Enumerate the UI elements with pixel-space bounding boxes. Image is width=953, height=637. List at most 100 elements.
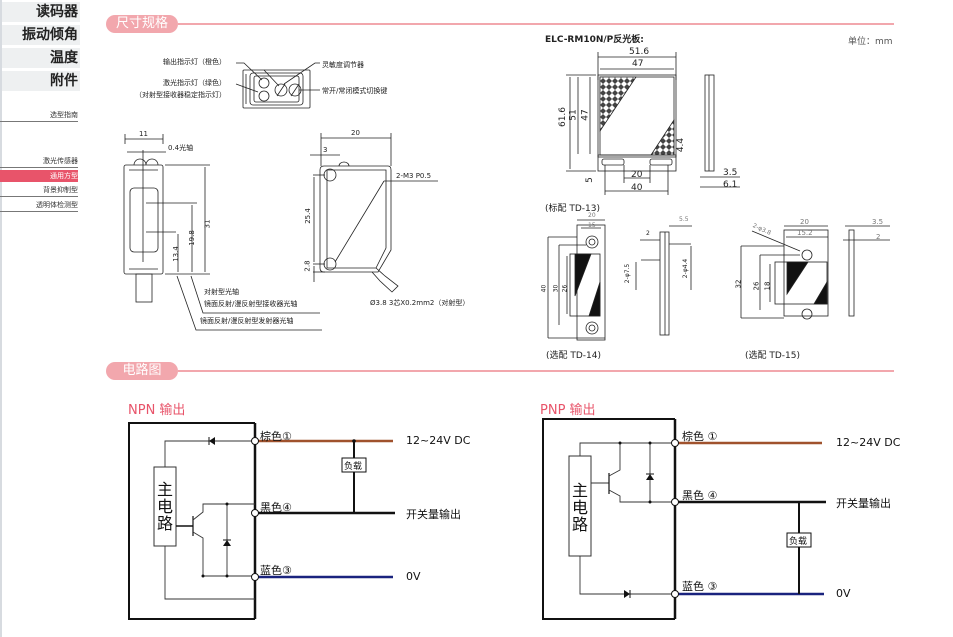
label-mode-switch: 常开/常闭模式切换键 — [322, 87, 388, 95]
divider — [0, 211, 78, 212]
reflector-drawing — [566, 52, 740, 195]
npn-supply-label: 12~24V DC — [406, 434, 471, 447]
dim-td14-h-inner: 26 — [561, 284, 569, 293]
dim-td14-side-a: 5.5 — [679, 216, 689, 223]
dim-reflector-thick1: 3.5 — [723, 168, 738, 178]
dim-axis-offset: 0.4光轴 — [168, 144, 194, 152]
dim-td15-h-inner: 18 — [763, 281, 772, 291]
pnp-main-circuit: 主 电 路 — [572, 482, 588, 533]
note-emitter-axis: 镜面反射/漫反射型发射器光轴 — [200, 317, 294, 325]
dim-front-height: 31 — [203, 219, 212, 229]
dim-reflector-inner-h: 47 — [580, 109, 591, 121]
td14-drawing — [547, 219, 692, 341]
label-laser-led: 激光指示灯（绿色） — [163, 79, 226, 87]
section-title-dimensions: 尺寸规格 — [106, 15, 178, 33]
divider — [0, 167, 78, 168]
dim-td15-w-outer: 20 — [800, 218, 809, 226]
top-view-sensor — [235, 62, 320, 109]
pnp-wire-blue-label: 蓝色 ③ — [682, 580, 718, 593]
dim-axis-1: 19.8 — [187, 230, 196, 246]
pnp-title: PNP 输出 — [540, 403, 596, 418]
divider — [0, 121, 78, 122]
dim-td14-w-outer: 20 — [588, 212, 596, 219]
dim-td15-side-b: 2 — [876, 233, 881, 241]
npn-wire-black-label: 黑色④ — [260, 501, 292, 514]
front-view-sensor — [123, 134, 322, 331]
main-circuit-char: 电 — [157, 497, 174, 516]
note-receiver-axis: 镜面反射/漫反射型接收器光轴 — [204, 300, 298, 308]
td14-caption: (选配 TD-14) — [546, 351, 602, 361]
pnp-wire-black-label: 黑色 ④ — [682, 489, 718, 502]
npn-title: NPN 输出 — [128, 403, 186, 418]
sidebar-item-general-square[interactable]: 通用方型 — [0, 170, 78, 182]
main-circuit-char: 路 — [157, 514, 174, 533]
sidebar-category-temperature[interactable]: 温度 — [2, 48, 80, 68]
pnp-ground-label: 0V — [836, 587, 851, 600]
sidebar-border — [0, 0, 2, 637]
label-cable: Ø3.8 3芯X0.2mm2（对射型） — [370, 299, 470, 307]
dim-reflector-thick2: 6.1 — [723, 180, 738, 190]
label-laser-led-note: （对射型接收器稳定指示灯） — [135, 91, 226, 99]
label-screw: 2-M3 P0.5 — [396, 172, 432, 180]
sidebar-group-title: 激光传感器 — [43, 157, 78, 165]
pnp-circuit — [542, 418, 826, 620]
label-sensitivity: 灵敏度调节器 — [322, 61, 364, 69]
pnp-output-label: 开关量输出 — [836, 497, 891, 510]
reflector-caption: (标配 TD-13) — [545, 204, 601, 214]
npn-main-circuit: 主 电 路 — [157, 481, 173, 532]
side-view-sensor — [310, 133, 438, 293]
dim-axis-2: 13.4 — [171, 246, 180, 262]
dim-td15-h-outer: 32 — [734, 279, 743, 289]
dim-td14-h-mid: 30 — [552, 284, 560, 293]
divider — [0, 196, 78, 197]
npn-output-label: 开关量输出 — [406, 508, 461, 521]
dim-reflector-slot-h: 4.4 — [676, 137, 687, 153]
npn-wire-brown-label: 棕色① — [260, 430, 292, 443]
dim-reflector-mid-h: 51 — [568, 109, 579, 121]
td15-drawing — [740, 225, 890, 320]
main-circuit-char: 主 — [572, 481, 589, 500]
main-circuit-char: 电 — [572, 498, 589, 517]
pnp-supply-label: 12~24V DC — [836, 436, 901, 449]
dim-td14-h-outer: 40 — [540, 284, 548, 293]
npn-circuit — [128, 422, 395, 620]
td15-caption: (选配 TD-15) — [745, 351, 801, 361]
sidebar-category-vibration-tilt[interactable]: 振动倾角 — [2, 25, 80, 45]
label-output-led: 输出指示灯（橙色） — [163, 58, 226, 66]
dim-reflector-bottom: 5 — [584, 177, 595, 183]
section-title-circuit: 电路图 — [106, 362, 178, 380]
dim-td14-side-b: 2 — [646, 230, 650, 237]
dim-reflector-slot-gap: 20 — [631, 170, 643, 180]
npn-ground-label: 0V — [406, 570, 421, 583]
npn-wire-blue-label: 蓝色③ — [260, 564, 292, 577]
dim-hole-offset: 3 — [323, 146, 328, 154]
dim-bottom-offset: 2.8 — [303, 260, 312, 272]
dim-td14-hole-1: 2-φ7.5 — [624, 263, 632, 284]
sidebar-item-background-suppression[interactable]: 背景抑制型 — [43, 186, 78, 194]
note-through-beam-axis: 对射型光轴 — [204, 288, 239, 296]
sidebar-guide-link[interactable]: 选型指南 — [50, 111, 78, 119]
dim-reflector-outer-h: 61.6 — [558, 106, 569, 128]
dim-reflector-slot-span: 40 — [631, 183, 643, 193]
sidebar-category-barcode-reader[interactable]: 读码器 — [2, 2, 80, 22]
unit-label: 单位：mm — [848, 37, 893, 47]
dim-td14-w-inner: 15 — [588, 222, 596, 229]
dim-td15-h-mid: 26 — [752, 281, 761, 291]
npn-load-label: 负载 — [344, 462, 363, 472]
main-circuit-char: 路 — [572, 515, 589, 534]
pnp-wire-brown-label: 棕色 ① — [682, 430, 718, 443]
dim-td15-w-inner: 15.2 — [797, 229, 813, 237]
pnp-load-label: 负载 — [789, 537, 808, 547]
dim-reflector-outer-w: 51.6 — [629, 47, 650, 57]
dim-reflector-inner-w: 47 — [632, 59, 644, 69]
dim-td15-side-a: 3.5 — [872, 218, 884, 226]
dim-td14-hole-2: 2-φ4.4 — [682, 258, 690, 279]
sidebar-item-transparent-detection[interactable]: 透明体检测型 — [36, 201, 78, 209]
reflector-title: ELC-RM10N/P反光板: — [545, 35, 644, 45]
dim-front-width: 11 — [139, 130, 148, 138]
main-circuit-char: 主 — [157, 480, 174, 499]
sidebar-category-accessories[interactable]: 附件 — [2, 71, 80, 91]
dim-side-width: 20 — [351, 129, 360, 137]
dim-hole-spacing: 25.4 — [303, 208, 312, 224]
